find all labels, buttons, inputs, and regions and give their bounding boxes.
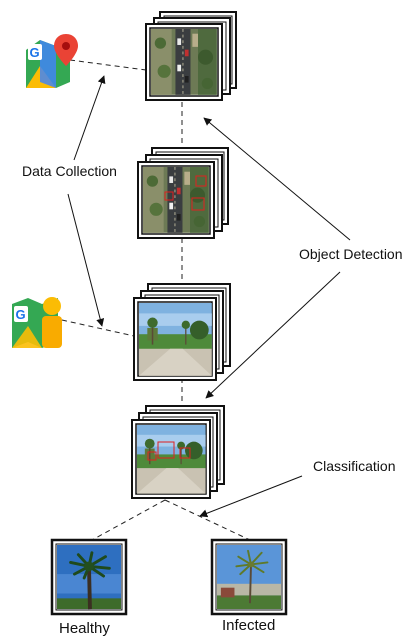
streetview-connector [61, 319, 135, 337]
object-detection-label: Object Detection [299, 246, 403, 262]
arrow-to-classify [199, 475, 303, 518]
classification-label: Classification [313, 458, 396, 474]
arrows [67, 75, 351, 518]
streetview-image-stack [133, 283, 231, 381]
arrow-to-maps [73, 75, 106, 161]
detection-boxes [164, 175, 207, 211]
infected-palm-image [210, 538, 288, 616]
google-street-view-icon: G [12, 297, 62, 348]
maps-connector [69, 59, 147, 71]
healthy-palm-image [50, 538, 128, 616]
detection-boxes [147, 441, 191, 461]
arrow-to-street-detect [205, 271, 341, 399]
aerial-detection-stack [137, 147, 229, 239]
svg-text:G: G [30, 45, 40, 60]
svg-text:G: G [16, 307, 26, 322]
infected-connector [164, 499, 251, 541]
streetview-detection-stack [131, 405, 225, 499]
healthy-connector [91, 499, 166, 541]
arrow-to-aerial [203, 117, 351, 241]
aerial-image-stack [145, 11, 237, 101]
google-maps-icon: G [26, 34, 78, 88]
arrow-to-streetview [67, 193, 105, 327]
infected-label: Infected [222, 617, 276, 634]
healthy-label: Healthy [59, 620, 110, 637]
data-collection-label: Data Collection [22, 163, 117, 179]
